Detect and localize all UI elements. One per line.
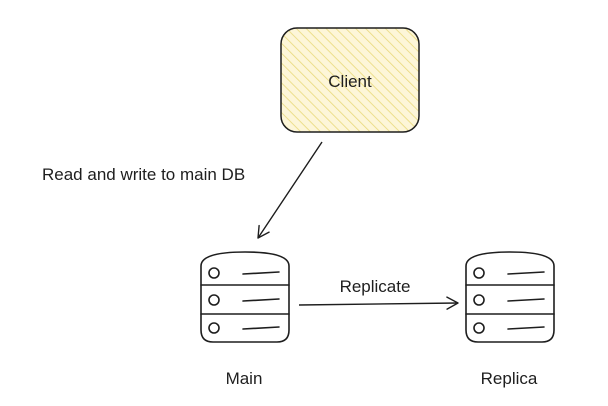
edge-label-read-write: Read and write to main DB [42, 165, 245, 184]
client-node[interactable]: Client [280, 27, 420, 133]
database-server-icon [200, 251, 290, 343]
edge-client-to-main: Read and write to main DB [42, 141, 323, 239]
client-label: Client [328, 72, 372, 91]
edge-label-replicate: Replicate [340, 277, 411, 296]
database-server-icon [465, 251, 555, 343]
arrow-client-to-main [257, 141, 323, 239]
arrow-main-to-replica [298, 296, 459, 310]
client-box-hatch [280, 27, 420, 133]
replica-label: Replica [481, 369, 538, 388]
replica-node[interactable]: Replica [465, 251, 555, 388]
main-node[interactable]: Main [200, 251, 290, 388]
main-label: Main [226, 369, 263, 388]
edge-main-to-replica: Replicate [298, 277, 459, 310]
